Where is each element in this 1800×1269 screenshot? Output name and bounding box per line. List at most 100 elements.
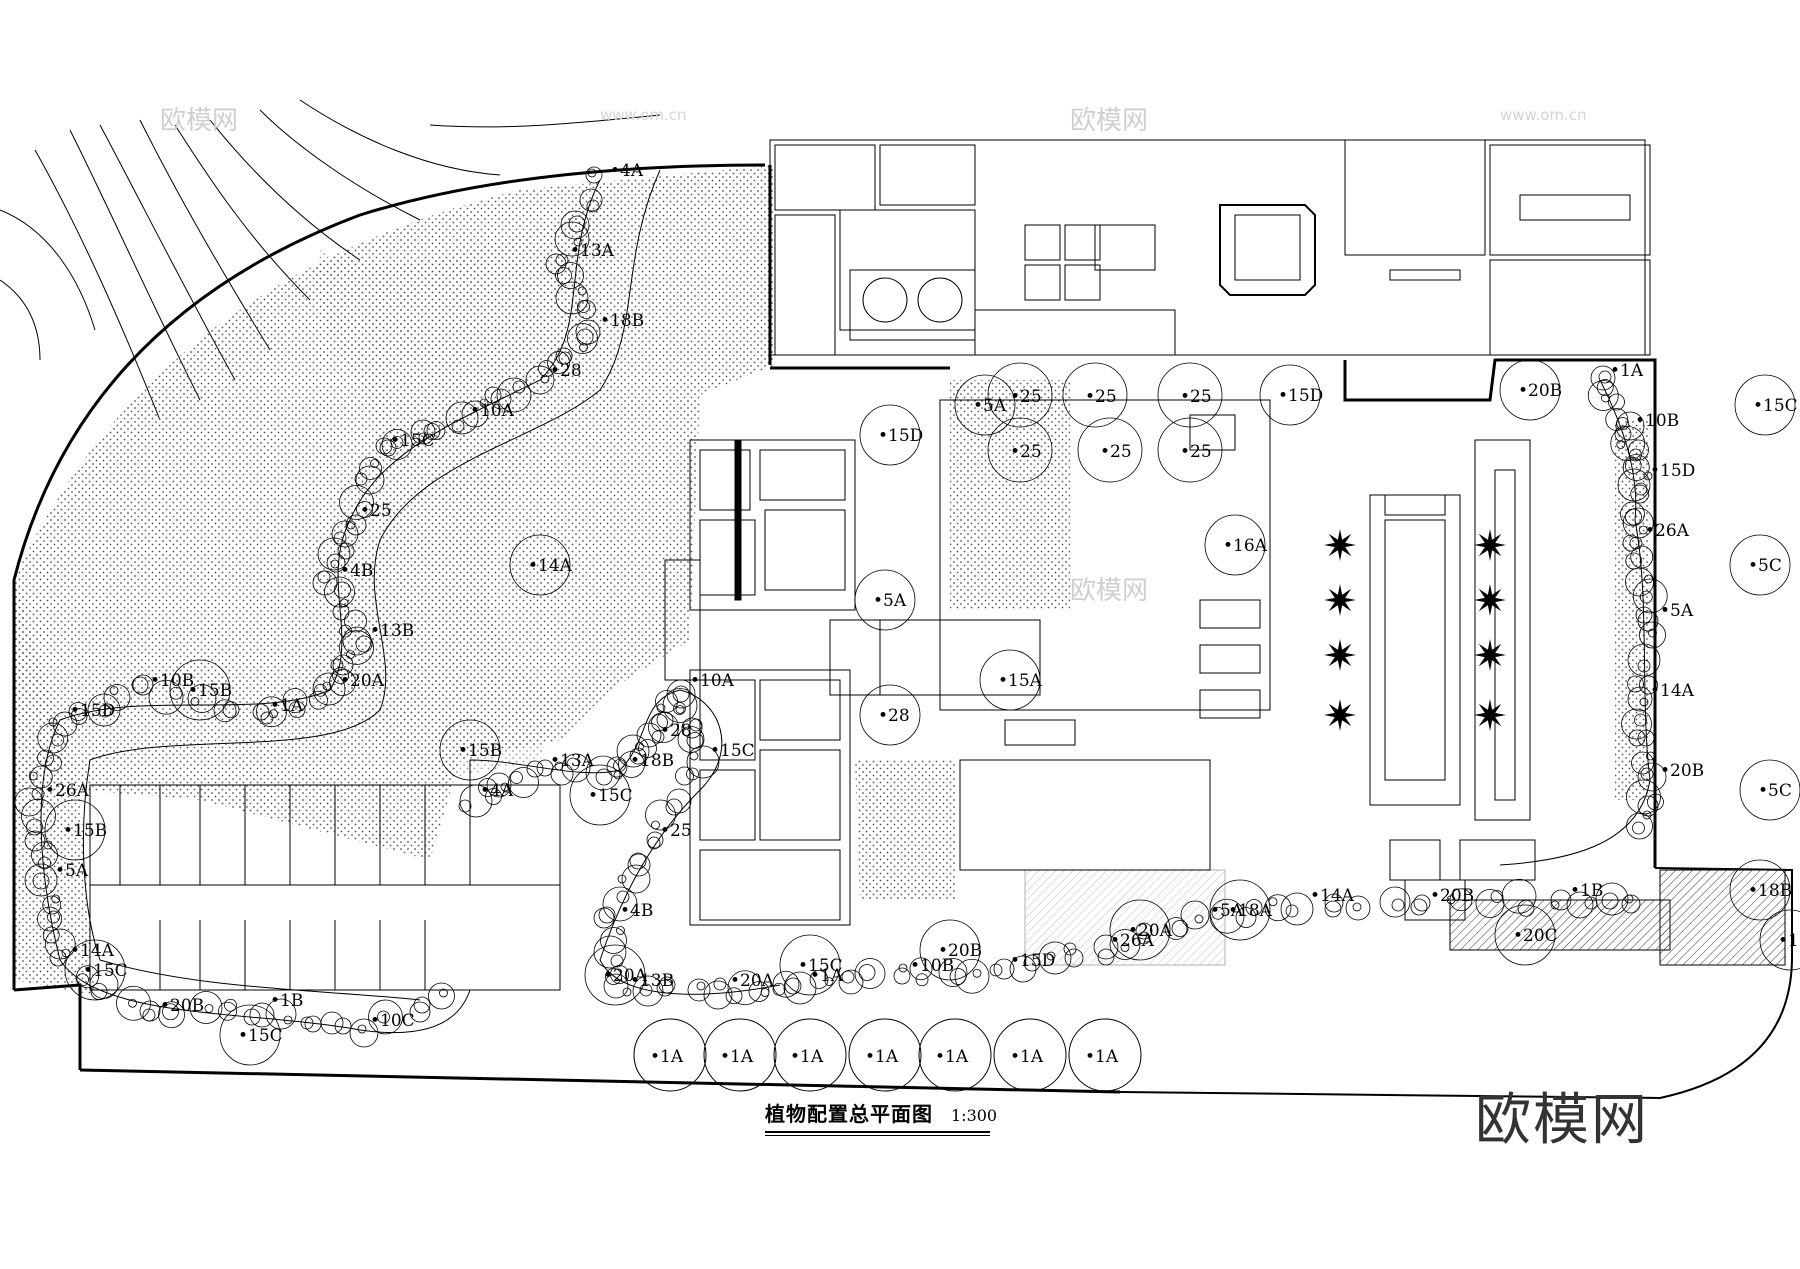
plant-circle — [1566, 891, 1594, 919]
plant-circle — [439, 988, 448, 998]
central-plaza — [829, 399, 1536, 921]
plant-code-label: •20B — [938, 941, 982, 961]
plant-code-label: •16A — [1223, 536, 1268, 556]
lawn-areas — [14, 165, 1650, 995]
plant-circle — [1624, 894, 1634, 904]
plant-beds — [40, 169, 1651, 1034]
plant-circle — [1622, 534, 1640, 552]
plant-circle — [1064, 948, 1084, 968]
plant-circle — [1614, 425, 1632, 443]
plant-circle — [859, 684, 921, 746]
caption-underline — [765, 1131, 990, 1133]
plant-circle — [76, 973, 89, 987]
plant-circle — [76, 965, 99, 989]
plant-code-label: •26A — [1110, 931, 1155, 951]
plant-circle — [330, 559, 340, 569]
plant-circle — [954, 374, 1016, 436]
plant-circle — [131, 676, 149, 694]
plant-code-label: •10B — [1635, 411, 1679, 431]
plant-circle — [486, 772, 512, 798]
plant-circle — [603, 973, 629, 999]
plant-circle — [256, 696, 287, 728]
plant-circle — [1627, 675, 1644, 693]
plant-circle — [339, 485, 374, 520]
plant-code-label: •18B — [1748, 881, 1792, 901]
plant-labels: •4A•13A•18B•28•10A•15C•25•4B•13B•20A•1A•… — [45, 161, 1800, 1067]
plant-code-label: •4B — [620, 901, 653, 921]
plant-circle — [577, 300, 590, 313]
plant-circle — [1729, 534, 1791, 596]
plant-circle — [339, 598, 349, 608]
plant-circle — [42, 926, 60, 944]
plant-code-label: •10A — [690, 671, 735, 691]
plant-circle — [1209, 879, 1271, 941]
plant-circle — [47, 910, 60, 924]
plant-circle — [1601, 892, 1619, 910]
plant-circle — [1622, 507, 1654, 539]
contour-lines — [0, 99, 661, 421]
plant-circle — [1620, 501, 1645, 527]
plant-circle — [1280, 892, 1314, 926]
plant-code-label: •15A — [998, 671, 1043, 691]
plant-circle — [841, 970, 855, 984]
plant-circle — [37, 906, 62, 932]
plant-code-label: •4B — [340, 561, 373, 581]
plant-circle — [1637, 610, 1659, 632]
plant-circle — [426, 421, 446, 440]
plant-circle — [1109, 929, 1141, 960]
plant-circle — [45, 754, 62, 772]
plant-circle — [510, 771, 523, 784]
plant-circle — [629, 852, 647, 870]
plant-circle — [622, 987, 632, 997]
plant-circle — [87, 693, 121, 727]
plant-circle — [1009, 955, 1037, 983]
plant-code-label: •1A — [790, 1047, 824, 1067]
plant-circle — [1063, 942, 1077, 956]
plant-circle — [148, 679, 184, 715]
plant-code-label: •13A — [570, 241, 615, 261]
plant-circle — [1077, 417, 1143, 483]
plant-circle — [616, 890, 630, 904]
plant-circle — [632, 975, 664, 1007]
plant-circle — [1164, 917, 1188, 940]
plant-circle — [1171, 920, 1189, 937]
plant-circle — [979, 649, 1041, 711]
plant-circle — [1038, 941, 1072, 975]
plant-circle — [1379, 886, 1411, 918]
plant-circle — [409, 1001, 431, 1023]
plant-code-label: •4A — [480, 781, 514, 801]
plant-circle — [1616, 440, 1626, 449]
plant-circle — [1285, 904, 1299, 918]
plant-circle — [332, 654, 354, 676]
plant-circle — [686, 745, 720, 779]
plant-circle — [1596, 379, 1614, 396]
plant-circle — [579, 188, 603, 212]
plant-circle — [1209, 898, 1245, 934]
plant-circle — [269, 709, 278, 719]
plant-circle — [1729, 859, 1791, 921]
plant-circle — [189, 991, 223, 1024]
plant-circle — [190, 697, 200, 706]
plant-circle — [317, 537, 351, 571]
plant-circle — [14, 787, 44, 817]
plant-circle — [1630, 484, 1650, 504]
plant-circle — [26, 818, 43, 836]
plant-code-label: •25 — [1180, 442, 1212, 462]
plant-circle — [1627, 686, 1653, 712]
plant-circle — [954, 958, 990, 994]
plant-circle — [525, 365, 555, 395]
plant-circle — [1608, 393, 1625, 411]
plant-circle — [345, 514, 367, 536]
plant-circle — [1759, 909, 1800, 971]
plant-circle — [249, 1002, 275, 1028]
plant-circle — [689, 751, 699, 761]
plant-circle — [1598, 370, 1612, 384]
plant-circle — [1245, 899, 1263, 916]
plant-code-label: •15D — [1010, 951, 1055, 971]
plant-circle — [1595, 882, 1629, 916]
plant-code-label: •15D — [878, 426, 923, 446]
plant-circle — [610, 965, 629, 984]
plant-circle — [673, 702, 686, 715]
plant-circle — [1647, 793, 1664, 811]
